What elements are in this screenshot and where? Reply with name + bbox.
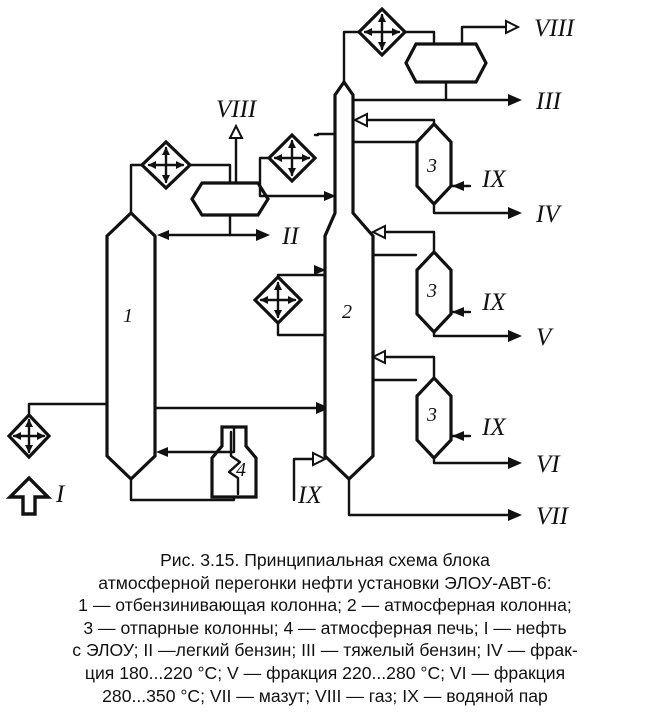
stream-V: V xyxy=(536,324,554,351)
heavy-gasoline-line xyxy=(352,80,522,106)
stream-III: III xyxy=(535,88,563,115)
stream-VIII-top: VIII xyxy=(534,15,576,42)
stripper-a xyxy=(351,112,522,219)
stream-VII: VII xyxy=(536,503,570,530)
gas-outlet-top xyxy=(460,19,521,46)
separator-top xyxy=(404,42,488,84)
condenser-left-icon xyxy=(139,139,193,191)
caption-line: 1 — отбензинивающая колонна; 2 — атмосфе… xyxy=(78,595,572,616)
reflux-exchanger-upper-icon xyxy=(258,132,337,201)
stripper-b-label: 3 xyxy=(426,280,437,302)
stream-VI: VI xyxy=(536,451,561,478)
stream-IX-bottom: IX xyxy=(297,482,323,509)
stream-IX-1: IX xyxy=(481,166,507,193)
residue-outlet xyxy=(347,477,522,521)
process-flow-diagram: 1 VIII II I 4 xyxy=(5,6,576,530)
stripper-b xyxy=(370,224,522,342)
stripper-c-label: 3 xyxy=(426,404,437,426)
caption-line: ция 180...220 °С; V — фракция 220...280 … xyxy=(84,662,566,683)
figure-caption: Рис. 3.15. Принципиальная схема блока ат… xyxy=(0,549,650,707)
caption-line: Рис. 3.15. Принципиальная схема блока xyxy=(160,550,490,570)
stream-IX-3: IX xyxy=(481,414,507,441)
column-2-overhead-line xyxy=(342,30,436,84)
column-1-label: 1 xyxy=(123,305,133,327)
caption-line: 3 — отпарные колонны; 4 — атмосферная пе… xyxy=(83,617,567,638)
furnace-4 xyxy=(210,425,258,499)
caption-line: атмосферной перегонки нефти установки ЭЛ… xyxy=(98,572,552,593)
column-2-label: 2 xyxy=(342,301,352,323)
stream-IV: IV xyxy=(535,201,562,228)
steam-inlet-column-2 xyxy=(292,451,328,502)
stream-IX-2: IX xyxy=(481,289,507,316)
reflux-exchanger-lower-icon xyxy=(252,265,327,337)
condenser-top-icon xyxy=(356,6,408,58)
caption-line: 280...350 °С; VII — мазут; VIII — газ; I… xyxy=(102,685,548,706)
feed-inlet-arrow xyxy=(5,402,109,516)
stream-I: I xyxy=(55,481,66,508)
furnace-4-label: 4 xyxy=(236,459,246,481)
stream-VIII-left: VIII xyxy=(216,96,258,123)
furnace-outlet-lines xyxy=(153,402,330,457)
column-1 xyxy=(105,210,157,482)
caption-line: с ЭЛОУ; II —легкий бензин; III — тяжелый… xyxy=(72,640,578,661)
stripper-a-label: 3 xyxy=(426,155,437,177)
stream-II: II xyxy=(281,223,300,250)
column-1-overhead-line xyxy=(129,163,232,215)
stripper-c xyxy=(370,349,522,469)
feed-heat-exchanger-icon xyxy=(6,412,52,460)
gas-outlet-left xyxy=(228,123,244,185)
light-gasoline-line xyxy=(157,213,270,241)
separator-left xyxy=(190,181,270,217)
